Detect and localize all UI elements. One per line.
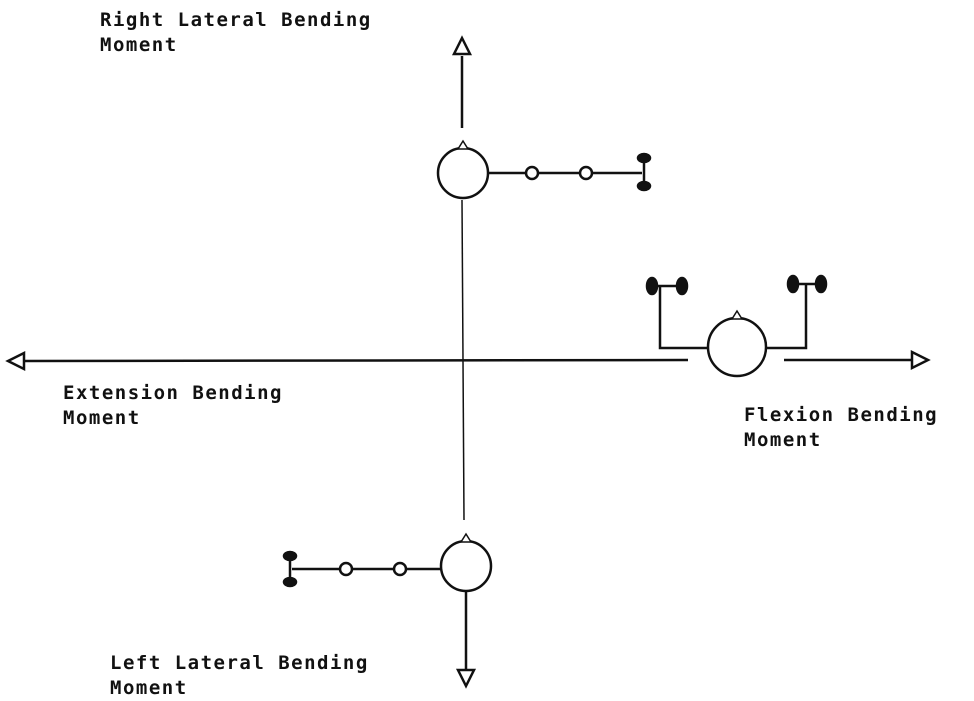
- arrow-up-icon: [451, 35, 473, 56]
- arrow-right-icon: [910, 349, 931, 371]
- top-joint-figure: [436, 139, 652, 200]
- left-lateral-bending-line2: Moment: [110, 677, 188, 699]
- extension-bending-label: Extension Bending Moment: [63, 381, 283, 431]
- vertical-axis-middle: [461, 199, 465, 521]
- bottom-joint-figure: [282, 532, 493, 593]
- horizontal-axis-left: [19, 358, 689, 363]
- right-lateral-bending-line1: Right Lateral Bending: [100, 9, 372, 31]
- flexion-bending-line1: Flexion Bending: [744, 404, 939, 426]
- left-lateral-bending-line1: Left Lateral Bending: [110, 652, 369, 674]
- left-lateral-bending-label: Left Lateral Bending Moment: [110, 651, 369, 701]
- arrow-left-icon: [5, 350, 26, 372]
- extension-bending-line1: Extension Bending: [63, 382, 283, 404]
- flexion-bending-label: Flexion Bending Moment: [744, 403, 938, 453]
- right-joint-figure: [645, 274, 828, 378]
- flexion-bending-line2: Moment: [744, 429, 822, 451]
- extension-bending-line2: Moment: [63, 407, 141, 429]
- right-lateral-bending-label: Right Lateral Bending Moment: [100, 8, 372, 58]
- arrow-down-icon: [455, 668, 477, 689]
- right-lateral-bending-line2: Moment: [100, 34, 178, 56]
